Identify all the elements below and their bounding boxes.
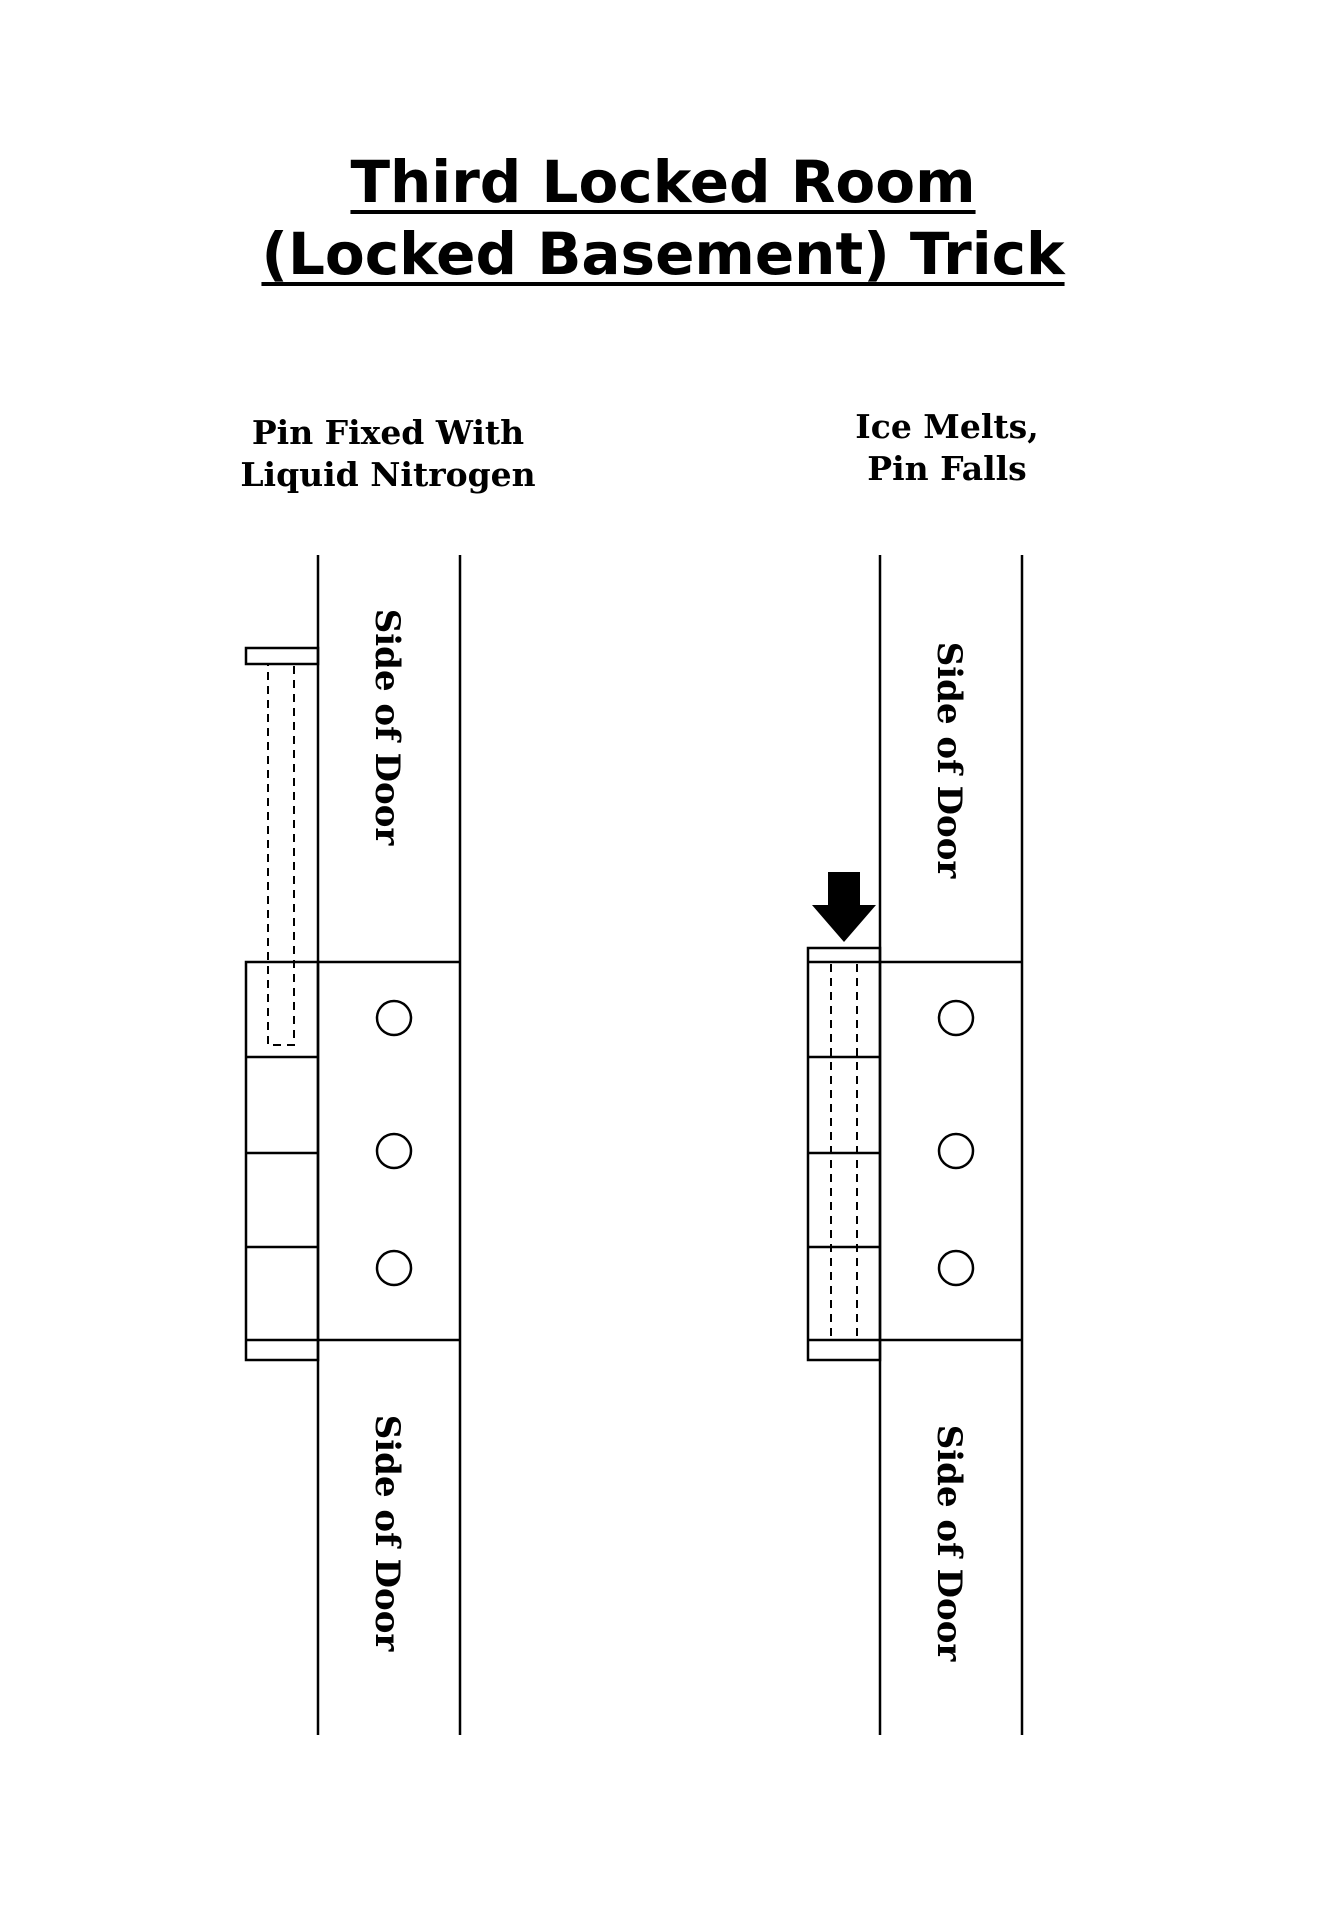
right-screw-hole-2 — [937, 1132, 975, 1170]
right-door-label-bottom: Side of Door — [929, 1425, 969, 1663]
left-hinge-assembly: Side of Door Side of Door — [244, 555, 462, 1735]
left-caption-line-2: Liquid Nitrogen — [240, 455, 536, 494]
right-door-label-top: Side of Door — [929, 642, 969, 880]
right-pin-shaft — [830, 961, 858, 1341]
left-door-label-bottom: Side of Door — [367, 1415, 407, 1653]
left-hinge-knuckles — [244, 960, 320, 1362]
left-screw-hole-2 — [375, 1132, 413, 1170]
left-screw-hole-3 — [375, 1249, 413, 1287]
title-line-2: (Locked Basement) Trick — [261, 220, 1065, 288]
left-pin-shaft — [267, 663, 295, 1046]
right-screw-hole-1 — [937, 999, 975, 1037]
right-hinge-assembly: Side of Door Side of Door — [806, 555, 1024, 1735]
title-line-1: Third Locked Room — [350, 148, 976, 216]
left-caption-line-1: Pin Fixed With — [251, 413, 525, 452]
right-caption-line-2: Pin Falls — [867, 449, 1027, 488]
left-door-label-top: Side of Door — [367, 609, 407, 847]
right-caption-line-1: Ice Melts, — [855, 407, 1039, 446]
right-screw-hole-3 — [937, 1249, 975, 1287]
left-screw-hole-1 — [375, 999, 413, 1037]
left-pin-head — [244, 646, 320, 666]
down-arrow-icon — [812, 872, 876, 942]
